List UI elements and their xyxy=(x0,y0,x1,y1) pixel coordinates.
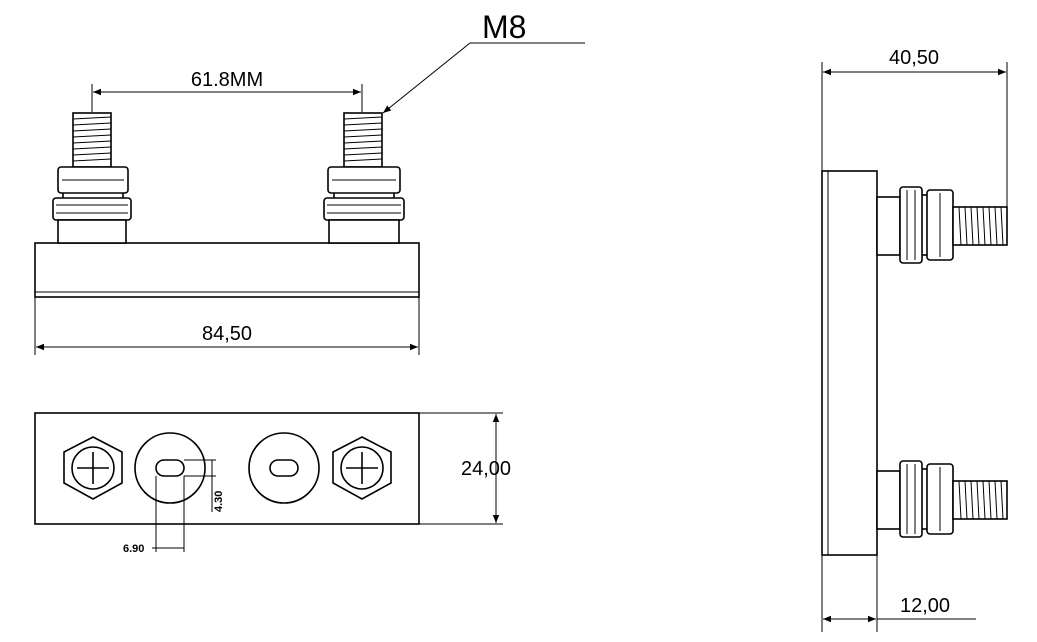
base-thickness-label: 12,00 xyxy=(900,595,950,617)
left-hex-nut xyxy=(63,436,123,500)
right-washer xyxy=(248,432,320,504)
base-width-label: 24,00 xyxy=(461,458,511,480)
slot-width-label: 6.90 xyxy=(123,543,144,555)
top-base-block xyxy=(34,412,420,525)
left-stud xyxy=(52,112,132,244)
side-view: 40,50 12,00 xyxy=(821,47,1008,632)
slot-height-label: 4.30 xyxy=(213,491,225,512)
right-stud xyxy=(323,112,405,244)
total-depth-label: 40,50 xyxy=(889,47,939,69)
front-base-block xyxy=(34,242,420,298)
top-view: 6.90 4.30 24,00 xyxy=(34,412,511,555)
front-view: 61.8MM M8 84,50 xyxy=(34,9,585,355)
lower-side-stud xyxy=(876,460,1008,538)
right-hex-nut xyxy=(332,436,392,500)
upper-side-stud xyxy=(876,186,1008,264)
side-base-block xyxy=(821,170,878,556)
thread-label: M8 xyxy=(482,9,526,45)
base-length-label: 84,50 xyxy=(202,323,252,345)
stud-spacing-label: 61.8MM xyxy=(191,69,263,91)
left-washer xyxy=(134,432,206,504)
